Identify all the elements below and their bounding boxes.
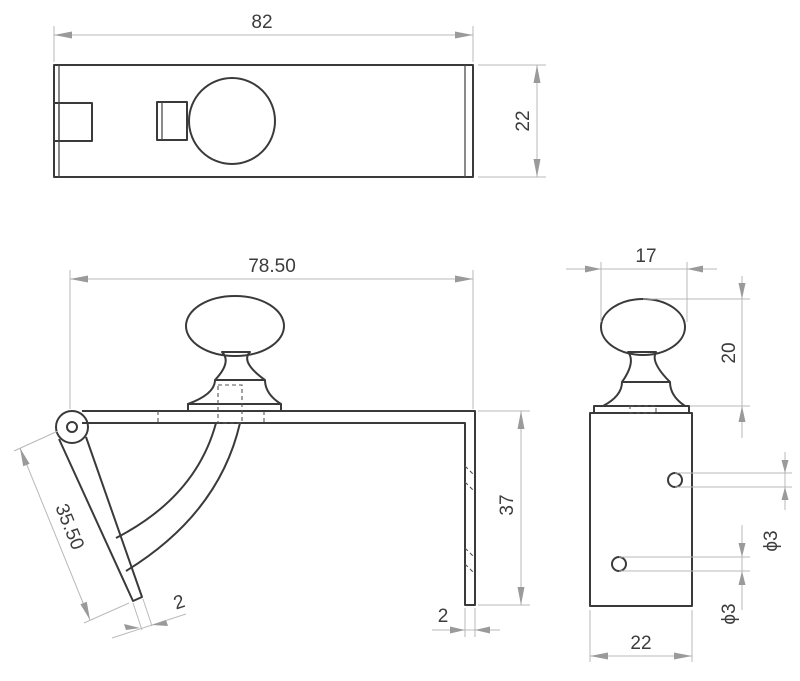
front-view-knob-neck	[621, 351, 671, 383]
dim-text-17: 17	[635, 246, 656, 267]
front-view-knob-base	[602, 381, 686, 407]
front-view-body	[589, 412, 693, 607]
side-view	[55, 295, 476, 606]
front-view-flange	[593, 405, 690, 414]
dim-text-78-50: 78.50	[248, 256, 296, 277]
dim-text-82: 82	[251, 12, 272, 33]
dimension-37: 37	[478, 410, 530, 606]
dimension-hole-lower: ϕ3	[619, 525, 750, 625]
side-view-knob-base	[187, 379, 282, 405]
front-view-hole-lower	[611, 556, 627, 572]
dimension-2-plate: 2	[432, 606, 500, 637]
top-view	[53, 64, 474, 178]
side-view-knob-neck	[214, 351, 266, 381]
front-view-hole-upper	[667, 472, 683, 488]
side-view-hinge	[55, 410, 89, 444]
dimension-2-arm: 2	[111, 591, 188, 639]
dim-text-2-arm: 2	[171, 591, 188, 614]
side-view-pivot	[66, 421, 78, 433]
dim-text-20: 20	[719, 342, 740, 363]
dimension-hole-upper: ϕ3	[675, 452, 792, 552]
top-view-hinge	[53, 102, 93, 142]
dim-text-35-50: 35.50	[50, 501, 87, 553]
side-view-plate	[82, 410, 476, 606]
top-view-knob-stem	[156, 101, 188, 141]
dim-text-37: 37	[497, 494, 518, 515]
side-view-knob-flange	[187, 403, 282, 412]
top-view-knob	[188, 77, 276, 165]
dimension-82: 82	[53, 12, 474, 62]
dimension-22-top: 22	[478, 64, 546, 178]
dimension-20: 20	[643, 276, 750, 438]
dim-text-22-top: 22	[513, 110, 534, 131]
dim-text-hole-upper: ϕ3	[761, 530, 782, 551]
side-view-knob-hidden-stem	[217, 384, 243, 424]
dim-text-hole-lower: ϕ3	[719, 603, 740, 624]
front-view	[589, 298, 693, 607]
dimension-78-50: 78.50	[69, 256, 474, 409]
dimension-22-front: 22	[589, 610, 693, 662]
dimension-35-50: 35.50	[13, 430, 130, 624]
side-view-arm	[58, 436, 143, 602]
dim-text-2-plate: 2	[438, 606, 449, 627]
side-view-brace	[115, 422, 241, 572]
side-view-knob-head	[185, 295, 285, 357]
dimension-17: 17	[566, 246, 717, 322]
dim-text-22-front: 22	[630, 633, 651, 654]
front-view-knob-head	[600, 298, 686, 356]
